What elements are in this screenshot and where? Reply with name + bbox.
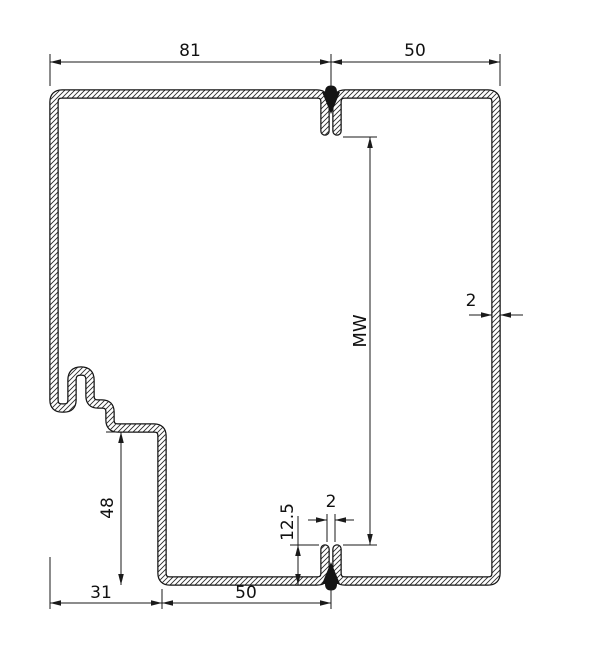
dim-opening-height: MW	[343, 136, 377, 546]
profile-walls	[54, 85, 496, 591]
dim-bottom-width-label: 50	[235, 583, 257, 603]
dim-rebate-height: 48	[98, 431, 134, 585]
dim-opening-height-label: MW	[350, 314, 371, 348]
dim-top-width-left-label: 81	[179, 41, 201, 61]
dim-rebate-height-label: 48	[98, 497, 118, 519]
dim-tab-height-label: 12.5	[278, 503, 298, 541]
weld-seam-bottom	[322, 562, 340, 584]
weld-seam-top	[322, 92, 340, 114]
weld-bump-bottom	[325, 584, 337, 591]
dim-slot-gap: 2	[308, 492, 354, 542]
dim-bottom-width: 50	[162, 583, 332, 609]
dim-bottom-offset-label: 31	[90, 583, 112, 603]
dim-top-width-left: 81	[49, 41, 332, 88]
dim-wall-thickness-right: 2	[466, 291, 523, 318]
dim-slot-gap-label: 2	[326, 492, 337, 512]
dim-top-width-right-label: 50	[404, 41, 426, 61]
dim-bottom-offset: 31	[49, 557, 163, 609]
dim-tab-height: 12.5	[278, 503, 319, 585]
weld-bump-top	[325, 85, 337, 92]
dim-wall-thickness-label: 2	[466, 291, 477, 311]
dim-top-width-right: 50	[331, 41, 501, 86]
